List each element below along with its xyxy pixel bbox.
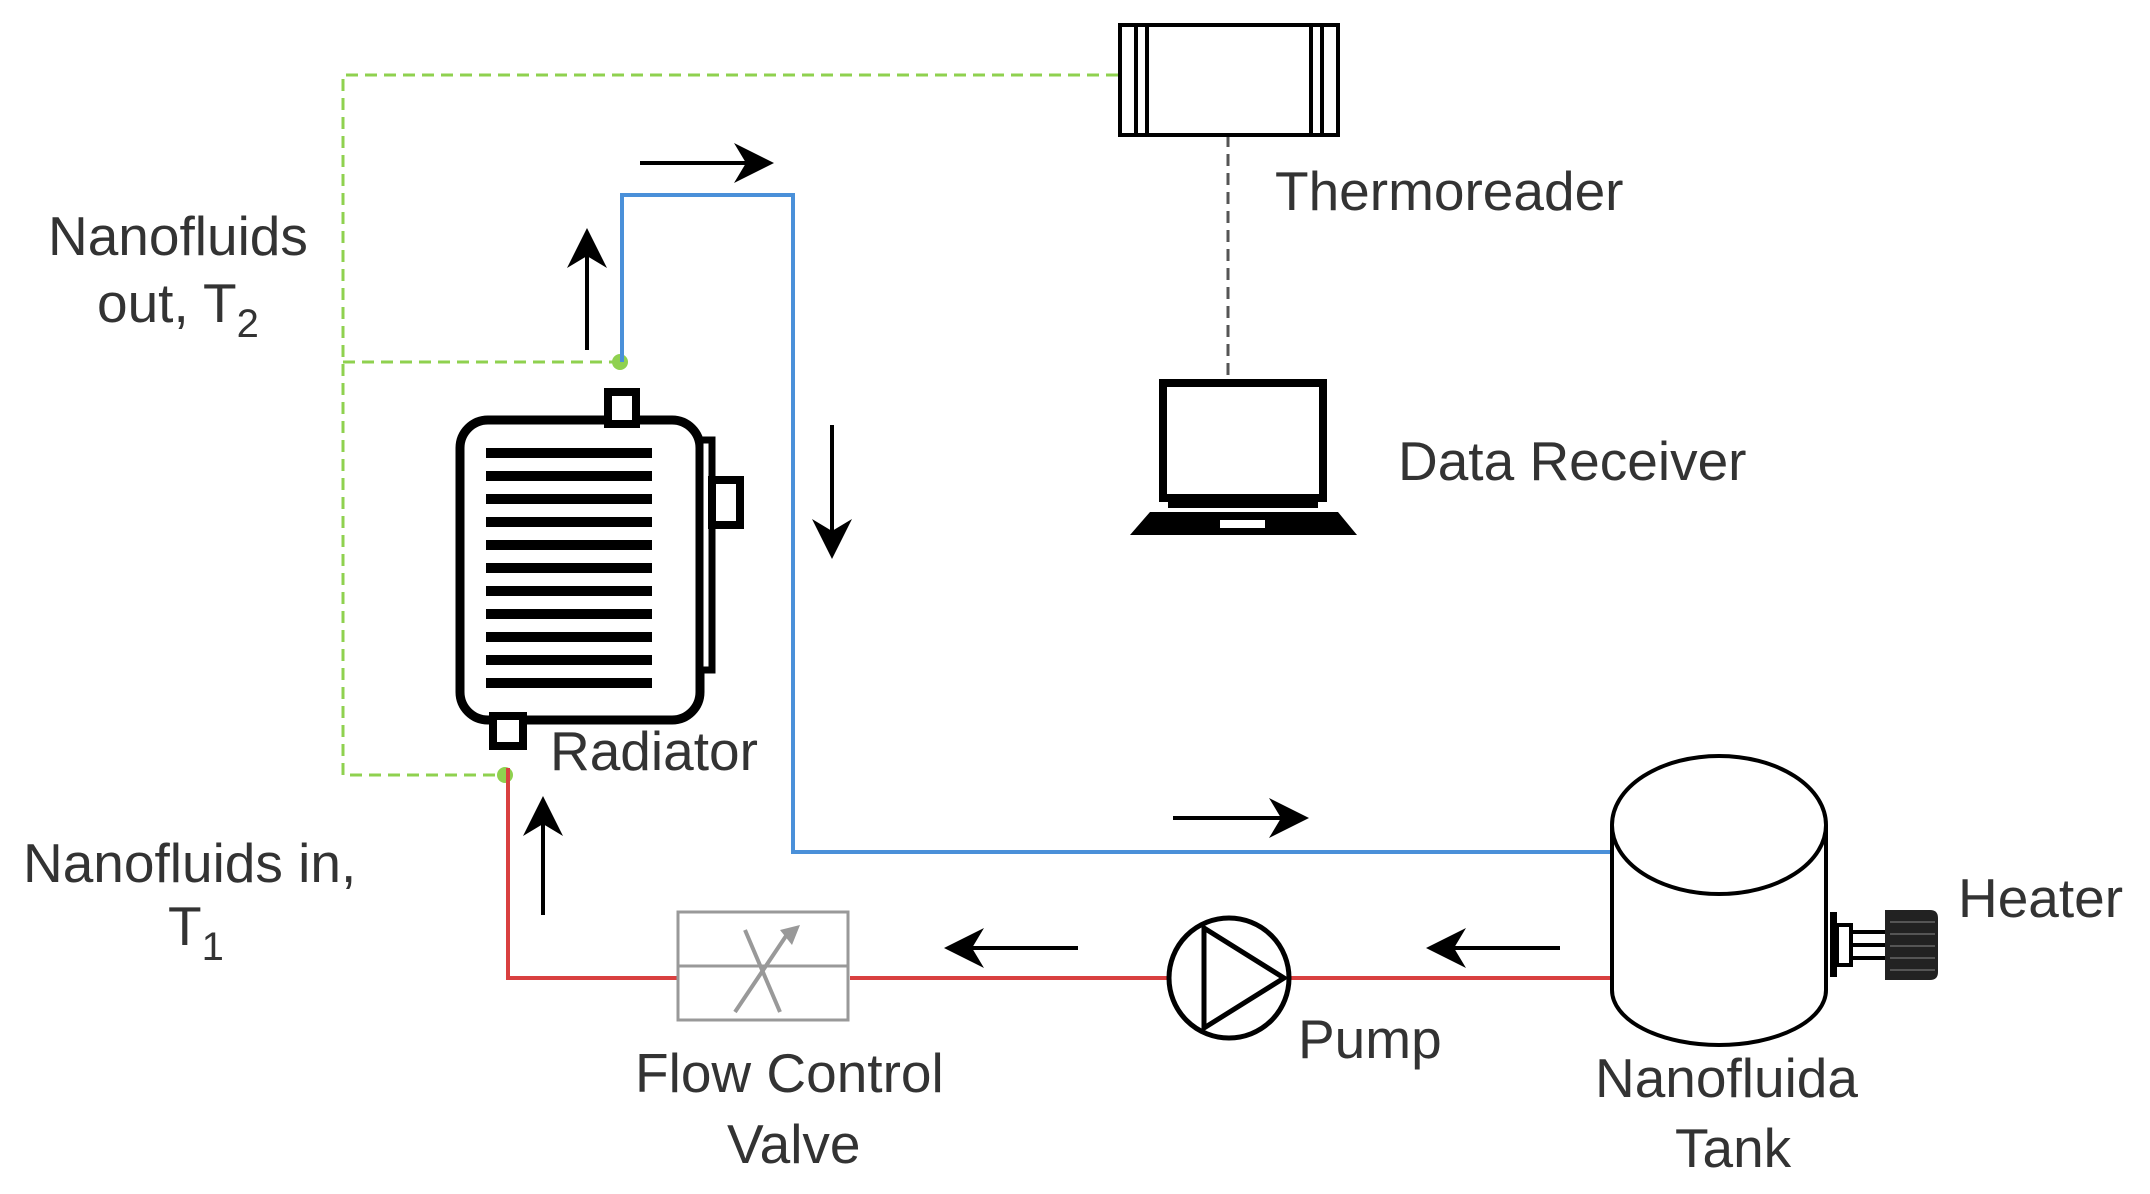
tank-label-line2: Tank — [1675, 1117, 1792, 1179]
radiator-label: Radiator — [550, 720, 758, 782]
nanofluids-in-label-line2: T1 — [168, 895, 224, 969]
nanofluids-out-label-line1: Nanofluids — [48, 205, 308, 267]
thermoreader — [1118, 23, 1340, 137]
pump-label: Pump — [1298, 1008, 1442, 1070]
nanofluids-in-text: T — [168, 895, 202, 957]
tank-icon — [1610, 754, 1828, 1047]
thermoreader-label: Thermoreader — [1275, 160, 1623, 222]
pump-icon — [1166, 915, 1292, 1041]
sensor-point-inlet — [497, 767, 513, 783]
heater-label: Heater — [1958, 867, 2123, 929]
nanofluids-in-subscript: 1 — [202, 925, 224, 969]
nanofluids-out-label-line2: out, T2 — [97, 272, 259, 346]
tank-label-line1: Nanofluida — [1595, 1047, 1858, 1109]
flow-control-valve-icon — [676, 910, 850, 1022]
flow-valve-label-line1: Flow Control — [635, 1042, 944, 1104]
sensor-wiring — [341, 73, 1118, 777]
flow-valve-label-line2: Valve — [727, 1113, 861, 1175]
nanofluids-out-subscript: 2 — [237, 302, 259, 346]
nanofluids-out-text: out, T — [97, 272, 237, 334]
nanofluids-in-label-line1: Nanofluids in, — [23, 832, 356, 894]
data-receiver-label: Data Receiver — [1398, 430, 1746, 492]
flow-direction-arrows — [523, 143, 1560, 968]
radiator-icon — [455, 388, 744, 750]
hot-supply-line-inlet — [506, 768, 678, 980]
cold-return-line — [620, 193, 1615, 854]
heater-icon — [1830, 910, 1938, 980]
laptop-icon — [1130, 379, 1357, 535]
